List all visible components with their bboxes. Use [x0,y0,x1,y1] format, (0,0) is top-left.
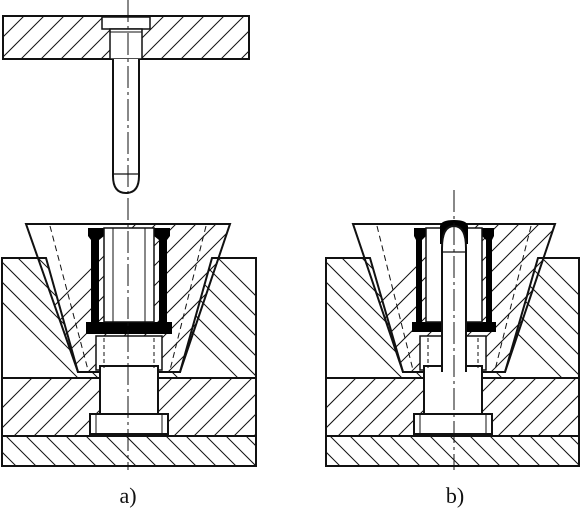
ejector [413,335,493,435]
base-plate [1,377,257,437]
panel-b: b) [325,190,580,508]
bottom-plate [1,435,257,467]
panel-a: a) [1,0,257,508]
punch-plate [2,15,250,60]
punch [112,59,140,195]
panel-a-label: a) [119,483,136,508]
ejector [89,335,169,435]
bottom-plate [325,435,580,467]
panel-b-label: b) [446,483,464,508]
workpiece [86,227,172,334]
